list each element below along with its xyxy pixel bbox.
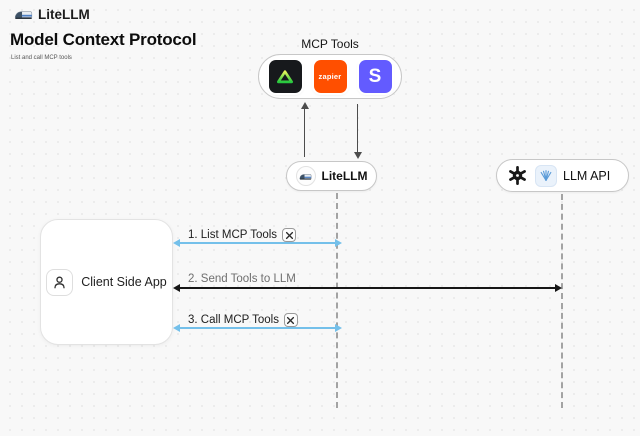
client-side-app-node: Client Side App bbox=[40, 219, 173, 345]
llm-api-lifeline bbox=[561, 194, 563, 408]
user-icon bbox=[46, 268, 74, 296]
brand: LiteLLM bbox=[14, 7, 90, 22]
litellm-train-logo-icon bbox=[14, 8, 33, 21]
page-title: Model Context Protocol bbox=[10, 30, 197, 49]
openai-icon bbox=[506, 164, 529, 187]
litellm-train-icon bbox=[295, 166, 316, 186]
stripe-label: S bbox=[368, 65, 382, 87]
litellm-node-label: LiteLLM bbox=[321, 169, 368, 183]
brand-name: LiteLLM bbox=[38, 7, 90, 22]
flow-3-label-row: 3. Call MCP Tools bbox=[188, 313, 298, 327]
hammer-wrench-icon bbox=[283, 313, 298, 327]
stripe-icon: S bbox=[358, 60, 392, 93]
flow-2-arrow bbox=[173, 284, 562, 291]
hammer-wrench-icon bbox=[282, 228, 297, 242]
flow-3-label: 3. Call MCP Tools bbox=[188, 314, 279, 326]
flow-1-label-row: 1. List MCP Tools bbox=[188, 228, 297, 242]
flow-1-arrow bbox=[173, 239, 342, 246]
llm-api-node-label: LLM API bbox=[563, 168, 611, 183]
flow-1-label: 1. List MCP Tools bbox=[188, 229, 278, 241]
arrow-mcp-tools-to-litellm bbox=[353, 104, 362, 159]
zapier-icon: zapier bbox=[313, 60, 347, 93]
llm-api-node: LLM API bbox=[496, 159, 629, 192]
triangle-tool-icon bbox=[268, 60, 302, 93]
flow-2-label: 2. Send Tools to LLM bbox=[188, 273, 296, 285]
page-subtitle: List and call MCP tools bbox=[11, 55, 72, 61]
mcp-tools-label: MCP Tools bbox=[301, 37, 359, 51]
zapier-label: zapier bbox=[318, 72, 342, 81]
litellm-lifeline bbox=[336, 193, 338, 408]
flow-2-label-row: 2. Send Tools to LLM bbox=[188, 273, 296, 285]
arrow-litellm-to-mcp-tools bbox=[300, 102, 309, 157]
llm-provider-icon bbox=[535, 164, 557, 187]
client-node-label: Client Side App bbox=[81, 275, 167, 289]
mcp-tools-group: zapier S bbox=[258, 54, 402, 99]
flow-3-arrow bbox=[173, 324, 342, 331]
litellm-node: LiteLLM bbox=[286, 161, 377, 191]
